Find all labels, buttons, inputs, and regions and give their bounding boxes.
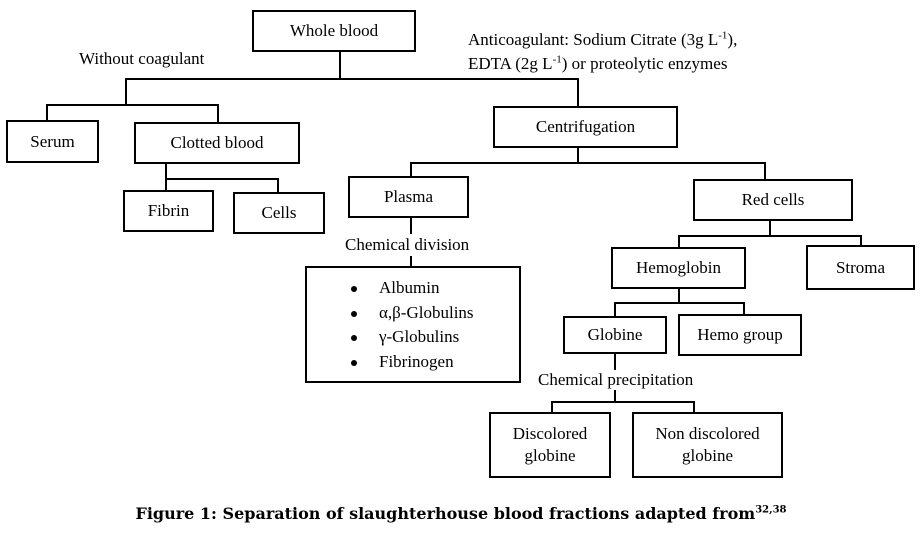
connector [125,78,127,104]
node-red-cells: Red cells [693,179,853,221]
list-item: Albumin [307,276,519,301]
connector [614,302,744,304]
connector [551,401,553,412]
plasma-fractions-box: Albumin α,β-Globulins γ-Globulins Fibrin… [305,266,521,383]
node-serum: Serum [6,120,99,163]
node-globine: Globine [563,316,667,354]
connector [277,178,279,192]
connector [410,162,412,176]
node-hemoglobin: Hemoglobin [611,247,746,289]
node-discolored-globine: Discolored globine [489,412,611,478]
connector [614,390,616,401]
connector [46,104,48,120]
label-anticoagulant: Anticoagulant: Sodium Citrate (3g L-1), … [468,28,737,76]
node-plasma: Plasma [348,176,469,218]
bullet-icon [351,335,357,341]
connector [551,401,694,403]
connector [678,288,680,302]
node-cells: Cells [233,192,325,234]
connector [577,148,579,162]
label-without-coagulant: Without coagulant [79,49,205,68]
node-hemo-group: Hemo group [678,314,802,356]
node-clotted-blood: Clotted blood [134,122,300,164]
connector [165,164,167,190]
connector [860,235,862,245]
bullet-icon [351,286,357,292]
node-non-discolored-globine: Non discolored globine [632,412,783,478]
bullet-icon [351,359,357,366]
connector [577,78,579,106]
connector [125,78,577,80]
connector [764,162,766,179]
connector [678,235,861,237]
connector [693,401,695,412]
node-stroma: Stroma [806,245,915,290]
connector [339,52,341,78]
list-item: α,β-Globulins [307,301,519,326]
connector [769,220,771,235]
connector [410,162,765,164]
node-fibrin: Fibrin [123,190,214,232]
connector [614,302,616,316]
label-chemical-precipitation: Chemical precipitation [538,370,694,389]
connector [217,104,219,122]
connector [743,302,745,314]
anticoagulant-line-1: Anticoagulant: Sodium Citrate (3g L-1), [468,29,738,49]
connector [678,235,680,247]
connector [46,104,218,106]
connector [410,218,412,234]
anticoagulant-line-2: EDTA (2g L-1) or proteolytic enzymes [468,53,728,73]
list-item: Fibrinogen [307,350,519,375]
label-chemical-division: Chemical division [345,235,470,254]
connector [614,354,616,370]
bullet-icon [351,310,357,317]
connector [165,178,278,180]
figure-caption: Figure 1: Separation of slaughterhouse b… [135,504,787,523]
node-whole-blood: Whole blood [252,10,416,52]
connector [410,256,412,266]
node-centrifugation: Centrifugation [493,106,678,148]
list-item: γ-Globulins [307,325,519,350]
